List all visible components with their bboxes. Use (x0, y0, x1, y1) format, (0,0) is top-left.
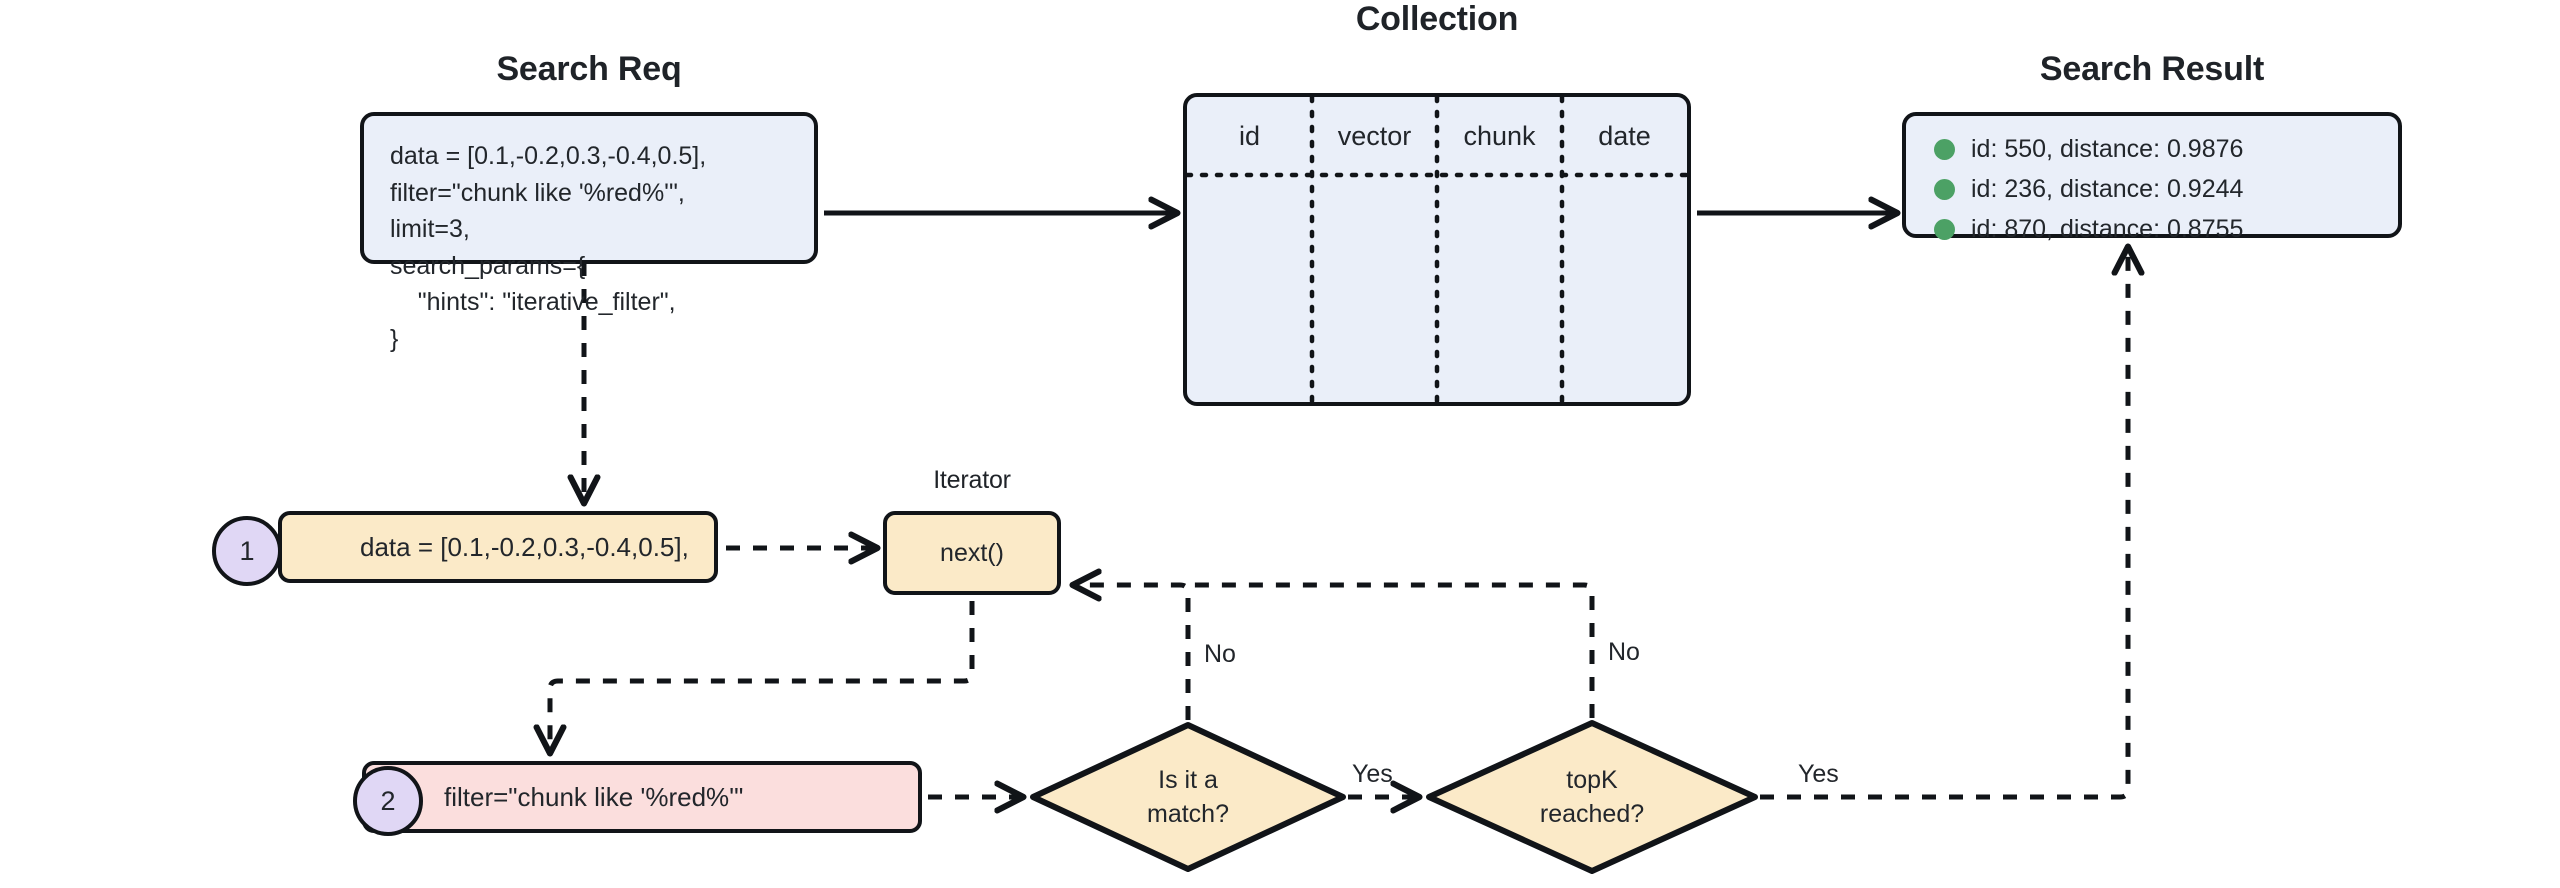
search-req-line-2: limit=3, (390, 215, 470, 243)
search-request-box: data = [0.1,-0.2,0.3,-0.4,0.5], filter="… (360, 112, 818, 353)
search-req-line-3: search_params={ (390, 251, 586, 280)
decision-is-it-a-match: Is it a match? (1028, 720, 1348, 874)
page-title-collection: Collection (1355, 0, 1519, 38)
result-bullet-icon (1934, 178, 1955, 200)
page-title-search-result: Search Result (2039, 50, 2265, 88)
search-result-box: id: 550, distance: 0.9876 id: 236, dista… (1902, 112, 2402, 243)
iterator-method-label: next() (940, 538, 1004, 567)
edge-iterator-to-step2 (550, 601, 975, 752)
decision-topk-reached: topK reached? (1424, 718, 1760, 876)
step-1-number-badge: 1 (212, 516, 282, 586)
result-bullet-icon (1934, 138, 1955, 160)
edge-topk-no-to-iterator (1188, 582, 1595, 718)
step-2-number-badge: 2 (353, 766, 423, 836)
search-req-line-5: } (390, 324, 399, 353)
edge-match-no-to-iterator (1074, 585, 1191, 720)
collection-table: id vector chunk date (1183, 93, 1691, 406)
edge-label-no-match: No (1204, 640, 1236, 668)
search-result-text: id: 550, distance: 0.9876 (1971, 134, 2244, 163)
edge-topk-yes-to-searchresult (1760, 248, 2128, 800)
collection-column-chunk: chunk (1463, 120, 1536, 151)
edge-label-yes-match: Yes (1352, 760, 1393, 788)
search-req-line-0: data = [0.1,-0.2,0.3,-0.4,0.5], (390, 142, 707, 170)
step-1-text: data = [0.1,-0.2,0.3,-0.4,0.5], (360, 531, 689, 562)
search-req-line-1: filter="chunk like '%red%'", (390, 178, 685, 207)
step-2-bar: filter="chunk like '%red%'" (362, 761, 922, 833)
collection-column-vector: vector (1337, 120, 1412, 151)
iterator-label: Iterator (933, 466, 1011, 494)
iterator-next-box: next() (883, 511, 1061, 595)
collection-column-date: date (1598, 120, 1651, 151)
search-result-text: id: 870, distance: 0.8755 (1971, 214, 2244, 243)
collection-column-id: id (1238, 120, 1260, 151)
search-result-row: id: 870, distance: 0.8755 (1934, 212, 2398, 246)
search-result-row: id: 236, distance: 0.9244 (1934, 172, 2398, 206)
search-req-line-4: "hints": "iterative_filter", (390, 288, 676, 316)
collection-grid (1187, 97, 1687, 402)
step-1-bar: data = [0.1,-0.2,0.3,-0.4,0.5], (278, 511, 718, 583)
collection-separators (1187, 97, 1687, 402)
result-bullet-icon (1934, 218, 1955, 240)
search-result-row: id: 550, distance: 0.9876 (1934, 132, 2398, 166)
diamond-shape (1030, 722, 1346, 872)
step-2-text: filter="chunk like '%red%'" (444, 781, 744, 812)
page-title-search-req: Search Req (496, 50, 682, 88)
collection-header-row: id vector chunk date (1187, 97, 1687, 175)
search-result-text: id: 236, distance: 0.9244 (1971, 174, 2244, 203)
diamond-shape (1426, 720, 1758, 874)
edge-label-no-topk: No (1608, 638, 1640, 666)
edge-label-yes-topk: Yes (1798, 760, 1839, 788)
